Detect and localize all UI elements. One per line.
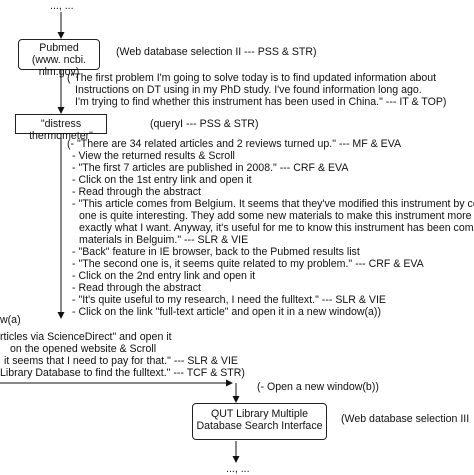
pubmed-title: Pubmed: [39, 42, 79, 54]
qut-box: QUT Library Multiple Database Search Int…: [192, 403, 327, 440]
query-term: "distress thermometer": [29, 118, 93, 142]
quote-line-2: Instructions on DT using in my PhD study…: [75, 84, 422, 96]
quote-line-3: I'm trying to find whether this instrume…: [75, 96, 447, 108]
action-item: - "It's quite useful to my research, I n…: [72, 294, 386, 306]
left-fragment: it seems that I need to pay for that." -…: [4, 355, 238, 367]
qut-subtitle: Database Search Interface: [196, 420, 323, 432]
pubmed-box: Pubmed (www. ncbi. nlm.gov): [18, 39, 100, 78]
pubmed-url: (www. ncbi. nlm.gov): [31, 54, 87, 78]
qut-selection-note: (Web database selection III: [341, 413, 470, 425]
action-item: - Click on the 2nd entry link and open i…: [72, 270, 256, 282]
action-item: - Read through the abstract: [72, 186, 201, 198]
action-item: - Read through the abstract: [72, 282, 201, 294]
action-item: one is quite interesting. They add some …: [79, 210, 474, 222]
action-item: - Click on the 1st entry link and open i…: [72, 174, 252, 186]
action-item: exactly what I want. Anyway, it's useful…: [79, 222, 474, 234]
action-item: - "The second one is, it seems quite rel…: [72, 258, 424, 270]
bottom-ellipsis: ..., ...: [226, 463, 250, 475]
query-box: "distress thermometer": [15, 114, 107, 142]
qut-title: QUT Library Multiple: [211, 408, 308, 420]
pubmed-selection-note: (Web database selection II --- PSS & STR…: [116, 46, 317, 58]
action-item: - Click on the link "full-text article" …: [72, 306, 381, 318]
left-fragment: on the opened website & Scroll: [10, 343, 157, 355]
action-item: materials in Belguim." --- SLR & VIE: [79, 234, 249, 246]
action-item: - "This article comes from Belgium. It s…: [72, 198, 474, 210]
quote-line-1: ("The first problem I'm going to solve t…: [67, 72, 437, 84]
action-item: (- "There are 34 related articles and 2 …: [67, 138, 402, 150]
action-item: - "Back" feature in IE browser, back to …: [72, 246, 360, 258]
action-item: - "The first 7 articles are published in…: [72, 162, 349, 174]
left-fragment: w(a): [0, 314, 21, 326]
new-window-note: (- Open a new window(b)): [257, 381, 379, 393]
query-label: (queryⅠ --- PSS & STR): [150, 118, 259, 130]
action-item: - View the returned results & Scroll: [72, 150, 235, 162]
left-fragment: rticles via ScienceDirect" and open it: [0, 331, 172, 343]
top-ellipsis: ..., ...: [50, 0, 74, 12]
left-fragment: Library Database to find the fulltext." …: [0, 367, 245, 379]
